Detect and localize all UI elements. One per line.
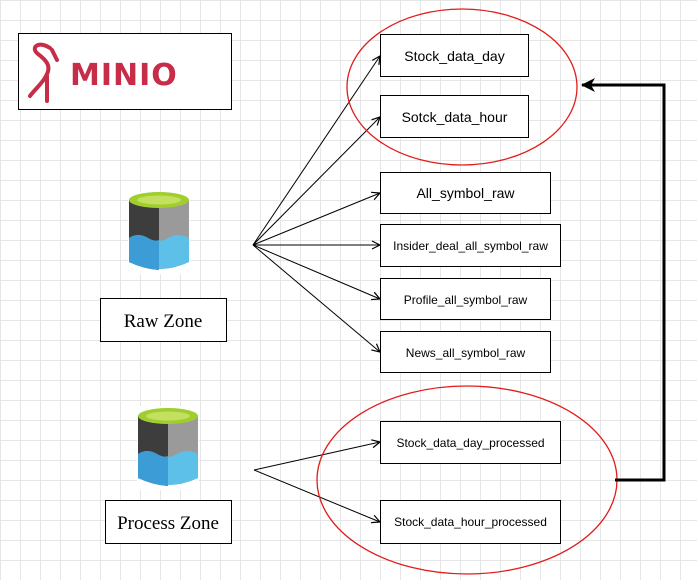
raw-zone-box — [100, 298, 227, 342]
highlight-ellipse-processed — [316, 385, 618, 575]
process-bucket-icon — [137, 406, 199, 490]
node-all-symbol-raw: All_symbol_raw — [416, 185, 515, 201]
process-zone-label: Process Zone — [117, 513, 219, 534]
raw-target-nodes: Stock_data_day Sotck_data_hour All_symbo… — [380, 34, 561, 373]
node-stock-data-day-processed: Stock_data_day_processed — [396, 436, 544, 450]
edge-raw-to-all-symbol-raw — [252, 193, 380, 246]
minio-logo: MINIO — [18, 33, 232, 110]
node-sotck-data-hour: Sotck_data_hour — [402, 109, 508, 125]
edge-raw-to-news — [252, 244, 380, 352]
node-box-all-symbol-raw — [380, 172, 551, 214]
logo-text: MINIO — [70, 58, 178, 93]
raw-edges — [252, 56, 380, 352]
node-profile-all-symbol-raw: Profile_all_symbol_raw — [404, 293, 528, 307]
edge-processed-to-stock-raw — [581, 78, 666, 482]
raw-bucket-icon — [128, 192, 190, 274]
node-insider-deal-all-symbol-raw: Insider_deal_all_symbol_raw — [393, 239, 548, 253]
flamingo-logo-icon — [28, 42, 59, 103]
raw-zone-label: Raw Zone — [124, 311, 203, 332]
logo-frame — [18, 33, 232, 110]
node-box-hour-processed — [380, 500, 561, 544]
node-box-profile — [380, 278, 551, 320]
edge-raw-to-stock-data-day — [252, 56, 380, 246]
processed-target-nodes: Stock_data_day_processed Stock_data_hour… — [380, 421, 561, 544]
node-box-insider-deal — [380, 224, 561, 267]
node-box-sotck-data-hour — [380, 95, 529, 138]
edge-process-to-hour-processed — [253, 469, 380, 522]
highlight-ellipse-stock-raw — [346, 8, 578, 166]
process-edges — [253, 442, 380, 522]
edge-process-to-day-processed — [253, 442, 380, 471]
node-box-news — [380, 331, 551, 373]
edge-raw-to-profile — [252, 244, 380, 299]
edge-raw-to-sotck-data-hour — [252, 117, 380, 246]
node-news-all-symbol-raw: News_all_symbol_raw — [406, 346, 526, 360]
node-box-day-processed — [380, 421, 561, 464]
node-stock-data-day: Stock_data_day — [404, 48, 504, 64]
process-zone-box — [105, 500, 232, 544]
node-box-stock-data-day — [380, 34, 529, 77]
node-stock-data-hour-processed: Stock_data_hour_processed — [394, 515, 547, 529]
